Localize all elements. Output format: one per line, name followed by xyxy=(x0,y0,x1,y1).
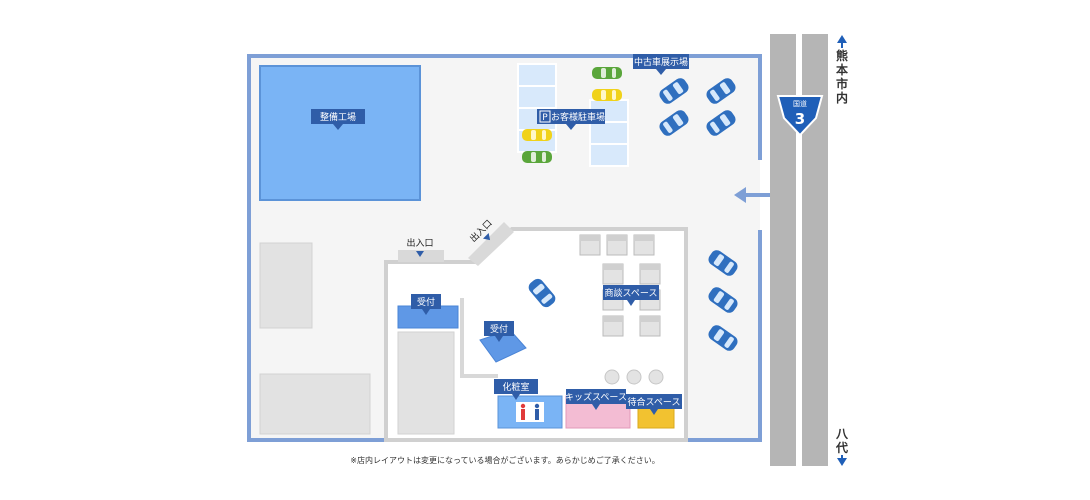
entrance-left-label: 出入口 xyxy=(406,237,434,257)
meeting-seat xyxy=(606,234,628,256)
lot-outline xyxy=(247,54,762,442)
svg-text:3: 3 xyxy=(795,110,805,128)
stool xyxy=(626,369,642,385)
stool xyxy=(604,369,620,385)
service-shop-label: 整備工場 xyxy=(311,109,365,130)
stool xyxy=(648,369,664,385)
svg-text:八: 八 xyxy=(835,427,849,441)
customer-parking-label: P お客様駐車場 xyxy=(537,109,605,130)
waiting-space-label: 待合スペース xyxy=(626,394,682,415)
grey-room xyxy=(397,331,455,435)
svg-text:中古車展示場: 中古車展示場 xyxy=(634,56,688,68)
meeting-seat xyxy=(639,263,661,285)
svg-text:出入口: 出入口 xyxy=(406,237,433,249)
svg-text:内: 内 xyxy=(836,90,848,105)
showroom-partition xyxy=(460,298,498,378)
svg-text:国道: 国道 xyxy=(793,99,807,108)
parked-car xyxy=(522,151,552,163)
layout-note: ※店内レイアウトは変更になっている場合がございます。あらかじめご了承ください。 xyxy=(350,456,660,465)
used-car-display-label: 中古車展示場 xyxy=(633,54,689,75)
parked-car xyxy=(592,89,622,101)
svg-text:市: 市 xyxy=(836,76,848,91)
parking-p-icon: P xyxy=(542,113,548,123)
meeting-seat xyxy=(602,263,624,285)
entry-arrow-head xyxy=(734,187,746,203)
meeting-seat xyxy=(633,234,655,256)
svg-text:受付: 受付 xyxy=(417,296,435,308)
svg-text:化粧室: 化粧室 xyxy=(502,381,529,393)
restroom-label: 化粧室 xyxy=(494,379,538,400)
south-direction: 八 代 xyxy=(835,427,849,466)
entrance-right-mat xyxy=(468,222,514,266)
grey-building xyxy=(259,242,313,329)
entrance-left-mat xyxy=(398,250,444,262)
meeting-seat xyxy=(639,315,661,337)
parked-car xyxy=(522,129,552,141)
restroom-icon xyxy=(516,402,544,422)
grey-building xyxy=(259,373,371,435)
svg-text:整備工場: 整備工場 xyxy=(320,111,356,123)
svg-text:キッズスペース: キッズスペース xyxy=(565,391,627,403)
route-3-sign: 国道 3 xyxy=(776,95,824,137)
svg-text:熊: 熊 xyxy=(836,48,848,63)
meeting-seat xyxy=(579,234,601,256)
meeting-seat xyxy=(602,315,624,337)
svg-text:待合スペース: 待合スペース xyxy=(628,396,681,408)
down-arrow-icon xyxy=(837,458,847,466)
north-direction: 熊 本 市 内 xyxy=(836,35,848,105)
svg-text:お客様駐車場: お客様駐車場 xyxy=(551,111,605,123)
parked-car xyxy=(592,67,622,79)
service-shop-building xyxy=(259,65,421,201)
meeting-space-label: 商談スペース xyxy=(603,285,659,306)
svg-text:受付: 受付 xyxy=(490,323,508,335)
reception-2-label: 受付 xyxy=(484,321,514,342)
svg-text:代: 代 xyxy=(835,440,848,455)
up-arrow-icon xyxy=(837,35,847,43)
reception-1-label: 受付 xyxy=(411,294,441,315)
kids-space-label: キッズスペース xyxy=(565,389,627,410)
svg-text:商談スペース: 商談スペース xyxy=(605,287,658,299)
svg-text:本: 本 xyxy=(836,62,848,77)
